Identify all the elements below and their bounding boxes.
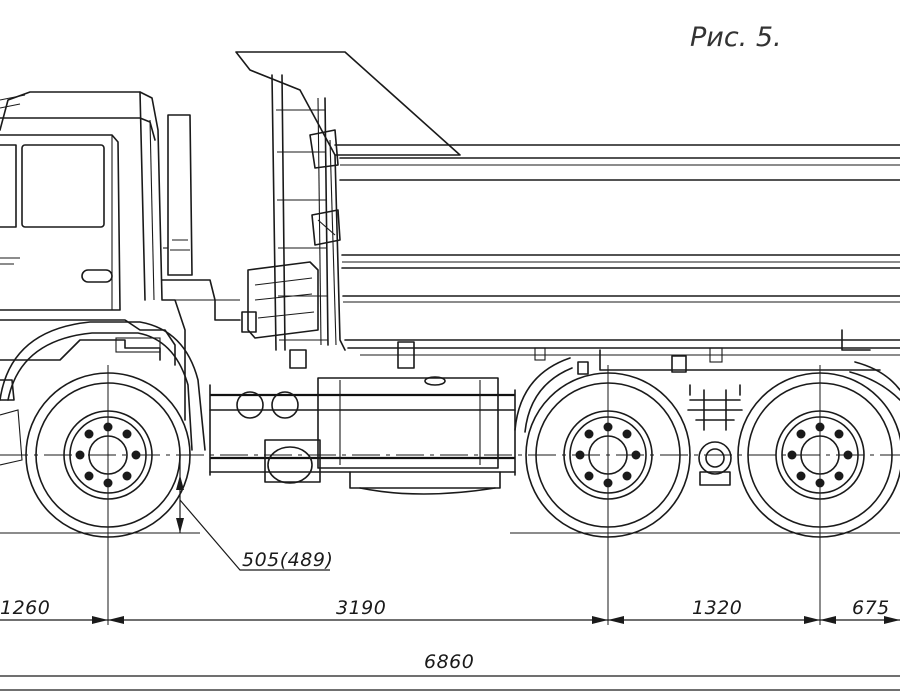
overall-length-label: 6860 xyxy=(424,651,474,673)
cab-protector xyxy=(235,51,461,156)
rear-fenders xyxy=(514,357,900,433)
rear-suspension xyxy=(687,384,743,486)
door-handle xyxy=(81,269,113,283)
front-fender xyxy=(0,321,206,466)
fuel-tank xyxy=(317,377,499,469)
chassis-equipment xyxy=(209,261,881,495)
ground-clearance-label: 505(489) xyxy=(242,549,333,571)
dimension-lines xyxy=(0,455,900,691)
truck-cab xyxy=(0,91,241,421)
figure-caption: Рис. 5. xyxy=(690,22,782,53)
air-intake-pipe xyxy=(167,114,193,276)
rear-axle-spacing-label: 1320 xyxy=(692,597,742,619)
body-ladder xyxy=(271,74,341,351)
cab-door-window xyxy=(21,144,105,228)
axle-center-lines xyxy=(0,365,900,625)
dump-body xyxy=(235,51,900,369)
wheelbase-label: 3190 xyxy=(336,597,386,619)
rear-overhang-label: 675 xyxy=(852,597,890,619)
front-overhang-label: 1260 xyxy=(0,597,50,619)
hydraulic-tank xyxy=(247,261,319,339)
